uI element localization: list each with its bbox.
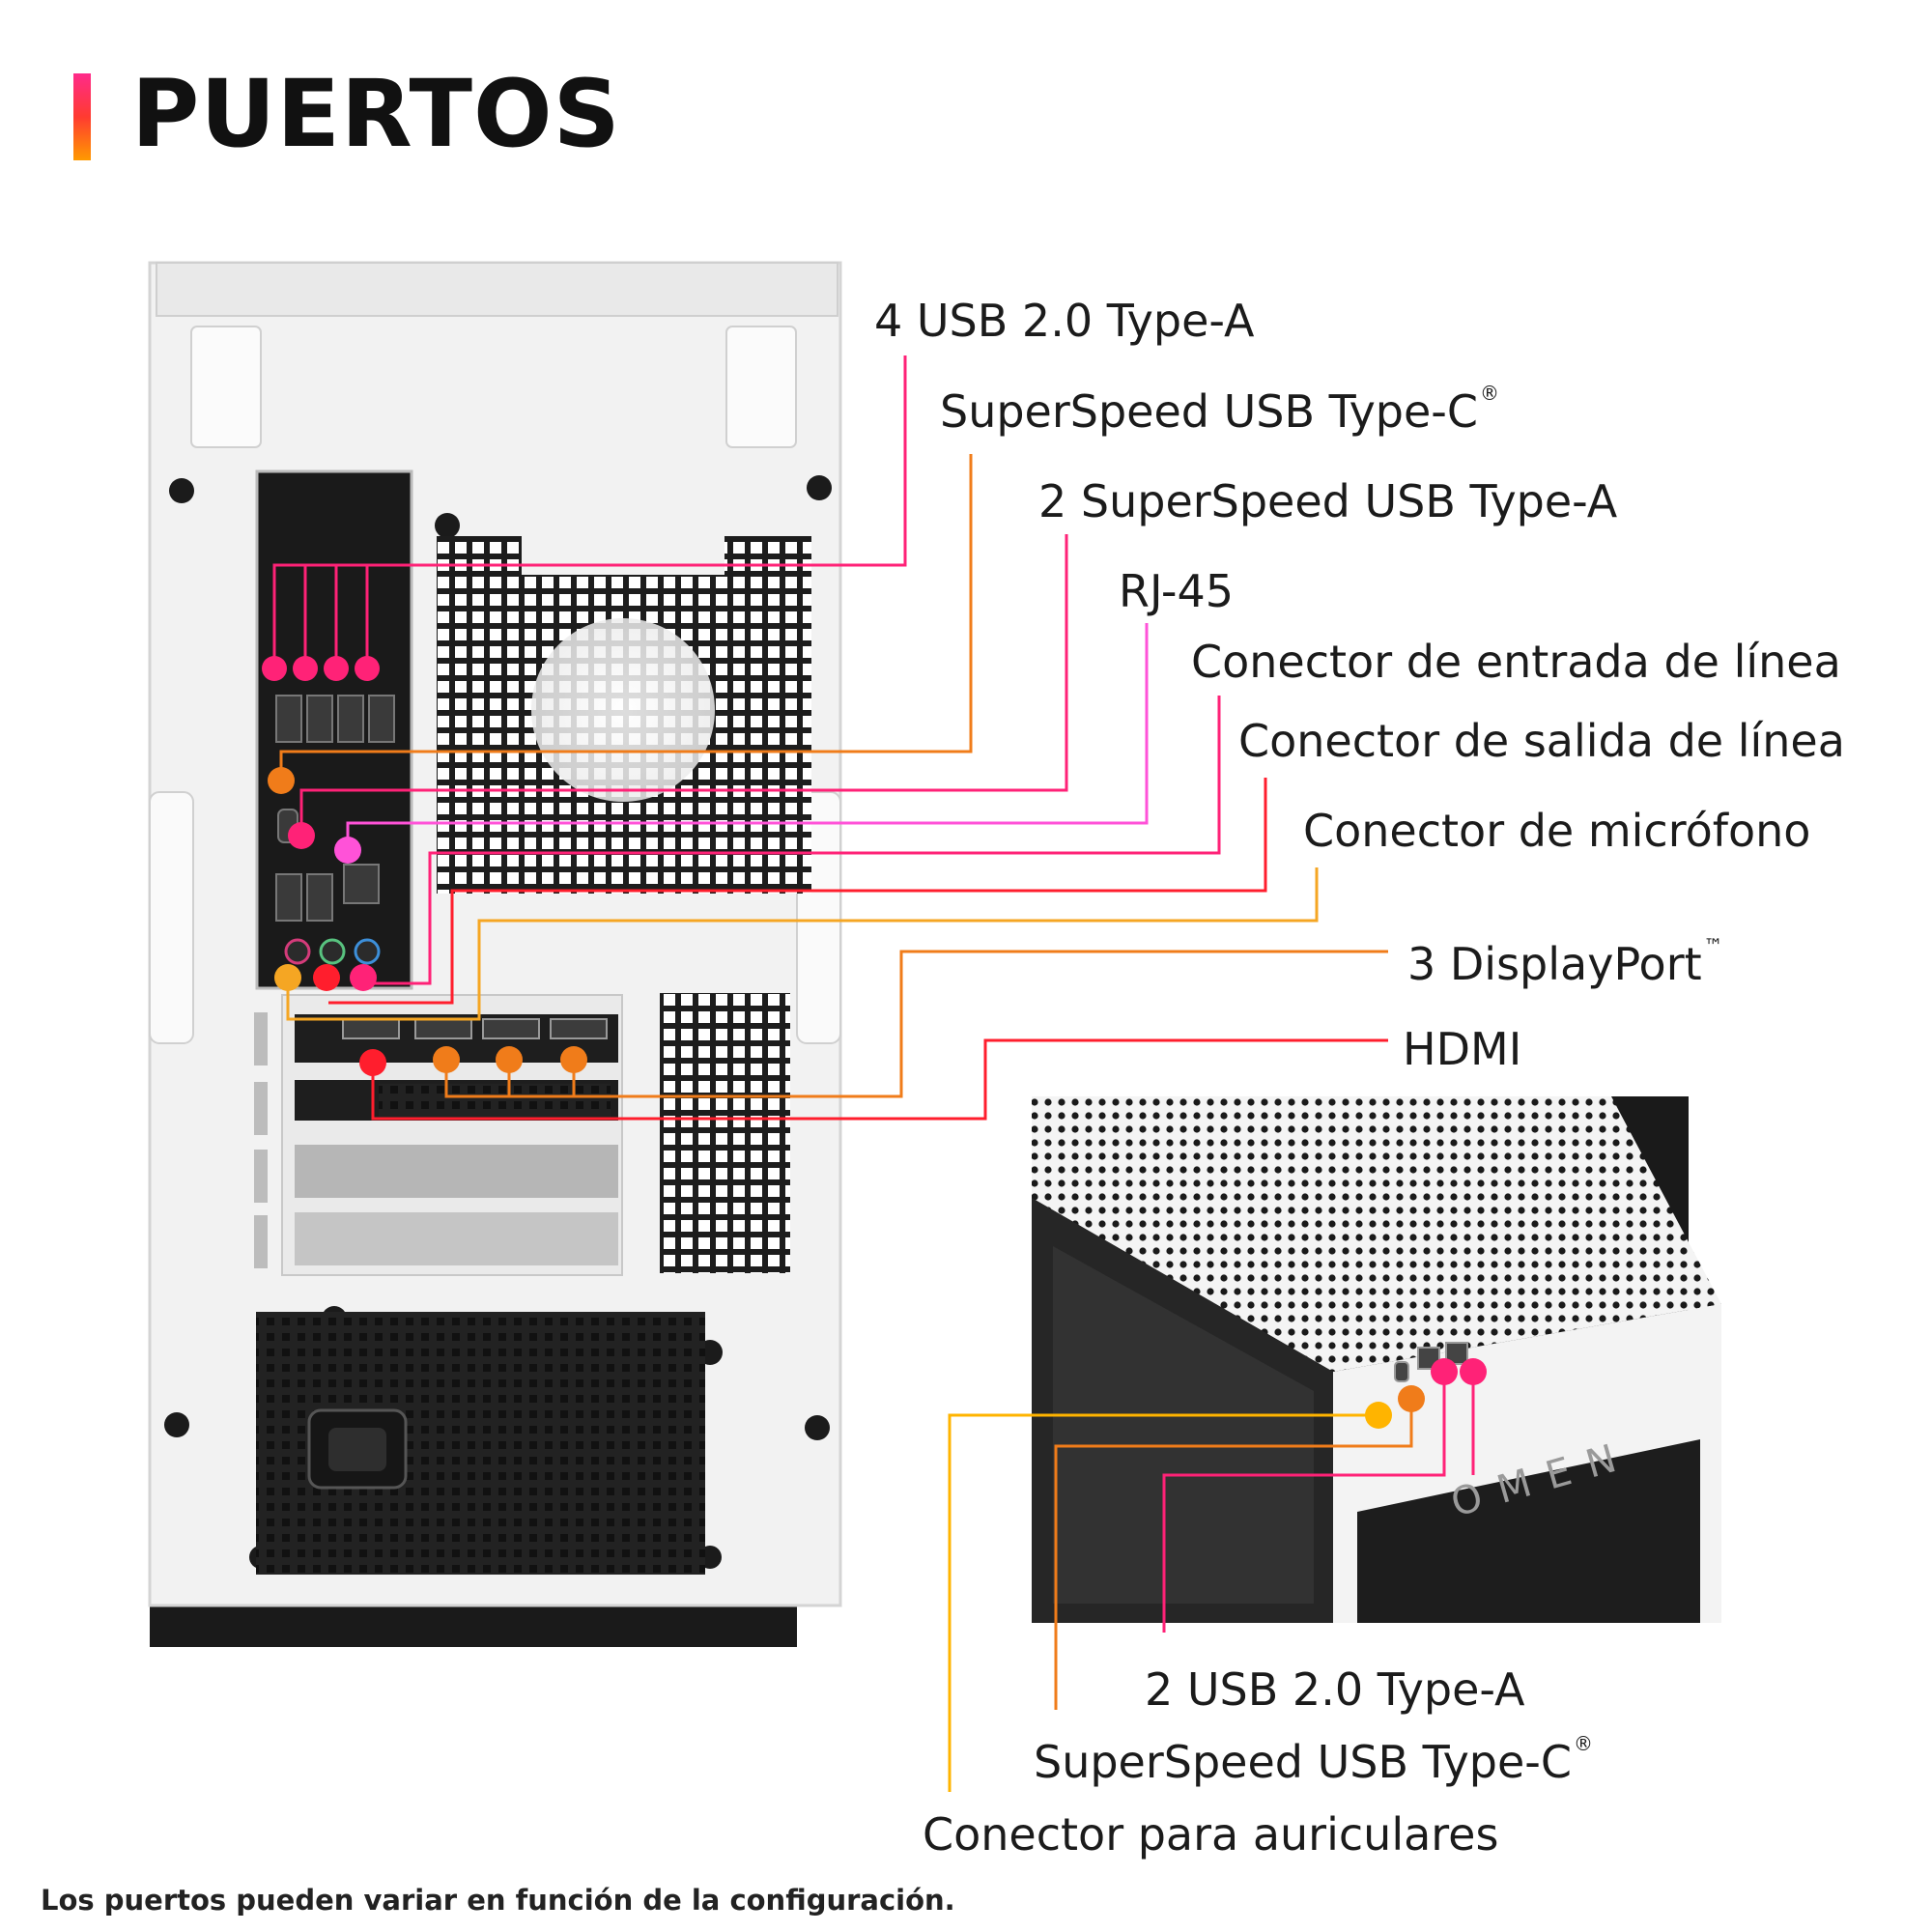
marker-usb2-4 [355,656,380,681]
label-line-in: Conector de entrada de línea [1191,636,1841,688]
label-microphone: Conector de micrófono [1303,805,1811,857]
label-rj45: RJ-45 [1119,565,1235,617]
marker-hdmi [359,1049,386,1076]
title-accent-bar [73,73,91,160]
label-front-headphone: Conector para auriculares [923,1808,1499,1861]
marker-dp-1 [433,1046,460,1073]
label-hdmi: HDMI [1403,1023,1522,1075]
marker-front-usb2-1 [1431,1358,1458,1385]
marker-line-out [313,964,340,991]
label-line-out: Conector de salida de línea [1238,715,1845,767]
marker-dp-3 [560,1046,587,1073]
marker-usb2-2 [293,656,318,681]
page-title: PUERTOS [131,60,621,168]
marker-ss-usba [288,822,315,849]
footnote: Los puertos pueden variar en función de … [41,1884,955,1917]
marker-front-usb2-2 [1460,1358,1487,1385]
rear-case-illustration [148,261,842,1647]
marker-dp-2 [496,1046,523,1073]
marker-usbc [268,767,295,794]
label-usb2-typea: 4 USB 2.0 Type-A [874,295,1255,347]
front-case-illustration: OMEN [1032,1096,1721,1623]
marker-line-in [350,964,377,991]
marker-mic [274,964,301,991]
label-front-usb2: 2 USB 2.0 Type-A [1145,1663,1525,1716]
label-superspeed-usbc: SuperSpeed USB Type-C® [940,382,1500,438]
marker-front-usbc [1398,1385,1425,1412]
connector-markers [262,656,1487,1429]
marker-usb2-3 [324,656,349,681]
marker-rj45 [334,837,361,864]
marker-usb2-1 [262,656,287,681]
marker-front-headphone [1365,1402,1392,1429]
label-front-usbc: SuperSpeed USB Type-C® [1034,1732,1594,1788]
label-superspeed-usba: 2 SuperSpeed USB Type-A [1038,475,1618,527]
